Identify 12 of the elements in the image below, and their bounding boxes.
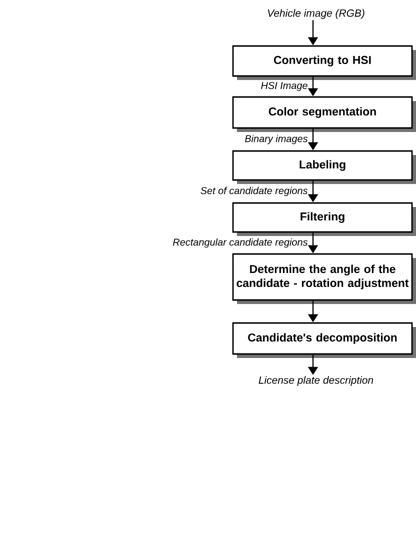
process-box: Candidate's decomposition <box>232 322 416 358</box>
process-box: Filtering <box>232 202 416 236</box>
process-box: Labeling <box>232 150 416 184</box>
edge-label: Set of candidate regions <box>200 186 308 196</box>
edge-label: Rectangular candidate regions <box>172 238 308 248</box>
process-box: Converting to HSI <box>232 45 416 80</box>
io-label: Vehicle image (RGB) <box>268 9 364 19</box>
process-box: Color segmentation <box>232 96 416 132</box>
io-label: License plate description <box>258 376 374 386</box>
edge-label: HSI Image <box>261 82 308 91</box>
edge-label: Binary images <box>245 134 308 144</box>
process-box: Determine the angle of the candidate - rotation adjustment <box>232 253 416 304</box>
